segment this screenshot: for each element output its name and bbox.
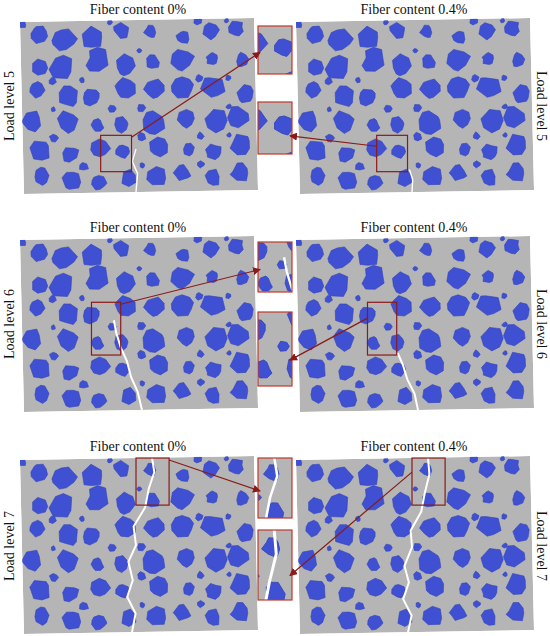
inset-frame [258, 458, 292, 518]
leader-arrow [121, 270, 260, 305]
zoom-box [367, 302, 396, 355]
row-label: Load level 7 [533, 511, 549, 581]
concrete-specimen [17, 235, 258, 412]
column-title: Fiber content 0% [90, 220, 186, 236]
column-title: Fiber content 0.4% [361, 220, 468, 236]
inset-frame [258, 26, 292, 74]
column-title: Fiber content 0% [90, 439, 186, 455]
leader-arrow [290, 318, 367, 360]
concrete-specimen [293, 235, 534, 412]
column-title: Fiber content 0.4% [361, 2, 468, 18]
leader-arrow [290, 472, 412, 575]
column-title: Fiber content 0.4% [361, 439, 468, 455]
leader-arrow [169, 460, 260, 491]
row-label: Load level 7 [2, 511, 18, 581]
concrete-specimen [293, 455, 534, 634]
column-title: Fiber content 0% [90, 2, 186, 18]
zoom-box [412, 458, 445, 505]
concrete-specimen [293, 17, 534, 194]
inset-frame [258, 530, 292, 600]
zoom-inset [134, 0, 478, 186]
leader-arrow [132, 52, 260, 137]
inset-frame [258, 312, 292, 386]
zoom-inset [151, 217, 488, 466]
inset-frame [258, 242, 292, 292]
zoom-box [101, 135, 132, 171]
zoom-box [377, 135, 408, 171]
row-label: Load level 5 [2, 71, 18, 141]
inset-frame [258, 102, 292, 154]
row-label: Load level 6 [2, 289, 18, 359]
concrete-specimen [17, 17, 258, 194]
zoom-inset [74, 500, 432, 636]
row-label: Load level 6 [533, 289, 549, 359]
zoom-box [136, 458, 169, 505]
concrete-specimen [17, 455, 258, 634]
zoom-box [91, 302, 120, 355]
leader-arrow [290, 136, 377, 146]
row-label: Load level 5 [533, 71, 549, 141]
